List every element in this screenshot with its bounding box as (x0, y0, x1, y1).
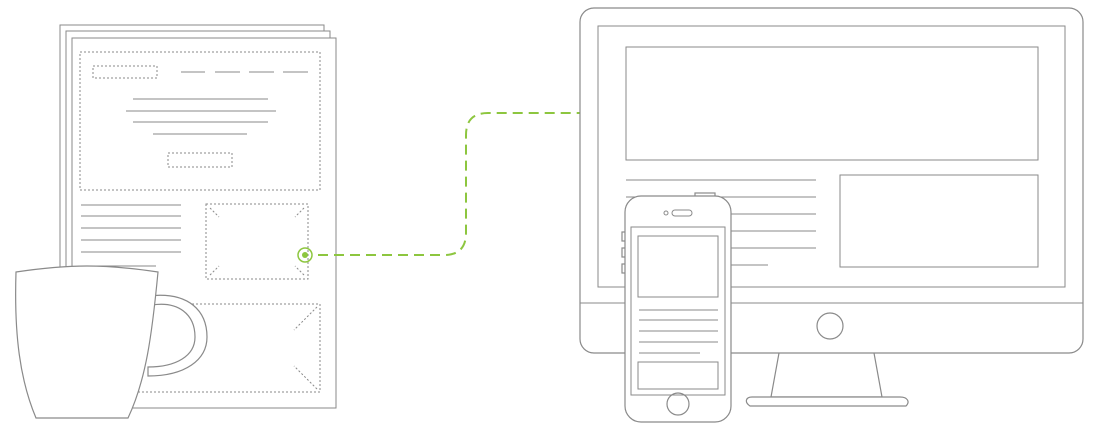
phone-screen-bottom-box (637, 361, 719, 390)
sketch-hero-box (79, 51, 321, 191)
phone-camera (663, 210, 669, 216)
sketch-logo-box (92, 65, 158, 79)
phone-screen-text-lines (639, 309, 718, 354)
connector-start-marker (297, 247, 313, 263)
mug-body (15, 265, 159, 419)
mug-handle (147, 294, 208, 377)
phone-speaker (671, 209, 693, 217)
phone-home-button (666, 392, 690, 416)
phone-screen (630, 226, 726, 396)
screen-image-box (839, 174, 1039, 268)
monitor-screen (597, 25, 1066, 288)
phone-screen-image-box (637, 235, 719, 298)
phone-body (624, 195, 732, 423)
coffee-mug-icon (15, 265, 208, 419)
sketch-bottom-corner-marks (293, 306, 318, 390)
monitor-stand-base (745, 396, 909, 407)
sketch-image-box (205, 203, 309, 280)
sketch-hero-text-lines (126, 98, 276, 135)
smartphone-icon (621, 192, 732, 423)
sketch-button-box (167, 152, 233, 168)
monitor-button (816, 312, 844, 340)
connector-dashed-path (318, 112, 632, 256)
monitor-stand-neck (770, 352, 883, 398)
screen-hero-box (625, 46, 1039, 161)
